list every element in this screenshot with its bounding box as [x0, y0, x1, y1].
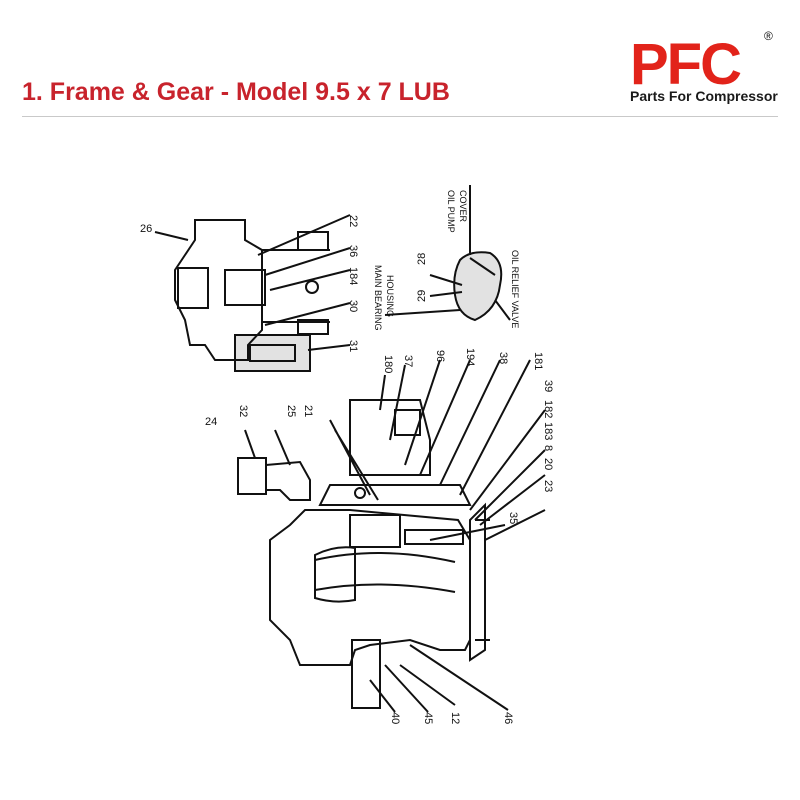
part-label: 26 — [140, 223, 152, 235]
part-label: 25 — [285, 405, 297, 417]
part-label: 38 — [497, 352, 509, 364]
pfc-logo: PFC ® — [630, 29, 773, 97]
part-label: 30 — [347, 300, 359, 312]
part-label: 46 — [502, 712, 514, 724]
page-title: 1. Frame & Gear - Model 9.5 x 7 LUB — [22, 78, 450, 106]
note-oil-pump-cover-1: OIL PUMP — [446, 190, 456, 233]
part-label: 12 — [449, 712, 461, 724]
part-label: 20 — [542, 458, 554, 470]
registered-mark: ® — [764, 29, 773, 43]
logo-text: PFC — [630, 32, 741, 97]
part-label: 31 — [347, 340, 359, 352]
brand-tagline: Parts For Compressor — [630, 88, 778, 104]
part-label: 40 — [389, 712, 401, 724]
note-oil-pump-cover-2: COVER — [458, 190, 468, 223]
note-main-bearing-2: HOUSING — [385, 275, 395, 317]
part-label: 39 — [542, 380, 554, 392]
part-label: 37 — [402, 355, 414, 367]
part-label: 24 — [205, 416, 217, 428]
part-label: 181 — [532, 352, 544, 370]
diagram-drawing — [154, 185, 546, 713]
part-label: 96 — [434, 350, 446, 362]
part-label: 32 — [237, 405, 249, 417]
part-label: 194 — [464, 348, 476, 366]
note-main-bearing-1: MAIN BEARING — [373, 265, 383, 331]
part-label: 184 — [347, 267, 359, 285]
part-label: 182 — [542, 400, 554, 418]
part-label: 36 — [347, 245, 359, 257]
note-oil-relief-valve: OIL RELIEF VALVE — [510, 250, 520, 328]
header-divider — [22, 116, 778, 117]
part-label: 29 — [416, 290, 428, 302]
part-label: 22 — [347, 215, 359, 227]
part-label: 45 — [422, 712, 434, 724]
part-label: 28 — [416, 253, 428, 265]
part-label: 23 — [542, 480, 554, 492]
part-label: 183 — [542, 422, 554, 440]
part-label: 180 — [382, 355, 394, 373]
part-label: 8 — [542, 445, 554, 451]
part-label: 35 — [507, 512, 519, 524]
part-label: 21 — [302, 405, 314, 417]
